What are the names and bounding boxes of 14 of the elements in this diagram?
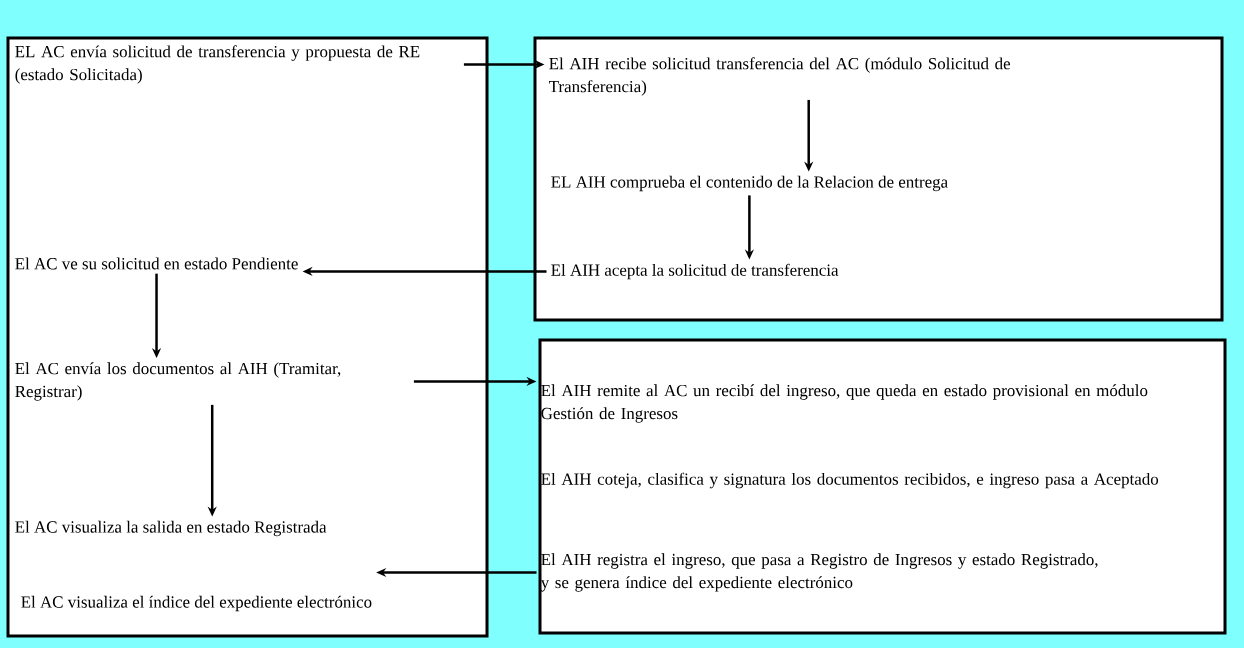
step-text: EL AIH comprueba el contenido de la Relacion de entrega	[551, 175, 948, 192]
step-text: El AIH recibe solicitud transferencia del AC (módulo Solicitud de Transferencia)	[549, 57, 1010, 96]
step-text: El AC visualiza el índice del expediente electrónico	[21, 595, 372, 612]
process-panel	[533, 36, 1224, 322]
step-text: El AIH acepta la solicitud de transferencia	[551, 263, 839, 280]
step-text: El AIH remite al AC un recibí del ingreso, que queda en estado provisional en módulo Gestión de Ingresos	[541, 384, 1148, 423]
step-text: El AIH coteja, clasifica y signatura los documentos recibidos, e ingreso pasa a Aceptado	[541, 472, 1159, 489]
step-text: El AC ve su solicitud en estado Pendiente	[15, 257, 298, 270]
step-text: El AC envía los documentos al AIH (Tramitar, Registrar)	[15, 362, 341, 401]
step-text: EL AC envía solicitud de transferencia y propuesta de RE (estado Solicitada)	[15, 45, 420, 84]
process-panel	[6, 36, 489, 638]
process-panel	[538, 338, 1227, 635]
step-text: El AIH registra el ingreso, que pasa a Registro de Ingresos y estado Registrado, y se genera índice del expediente electrónico	[540, 553, 1098, 592]
step-text: El AC visualiza la salida en estado Registrada	[15, 520, 327, 537]
